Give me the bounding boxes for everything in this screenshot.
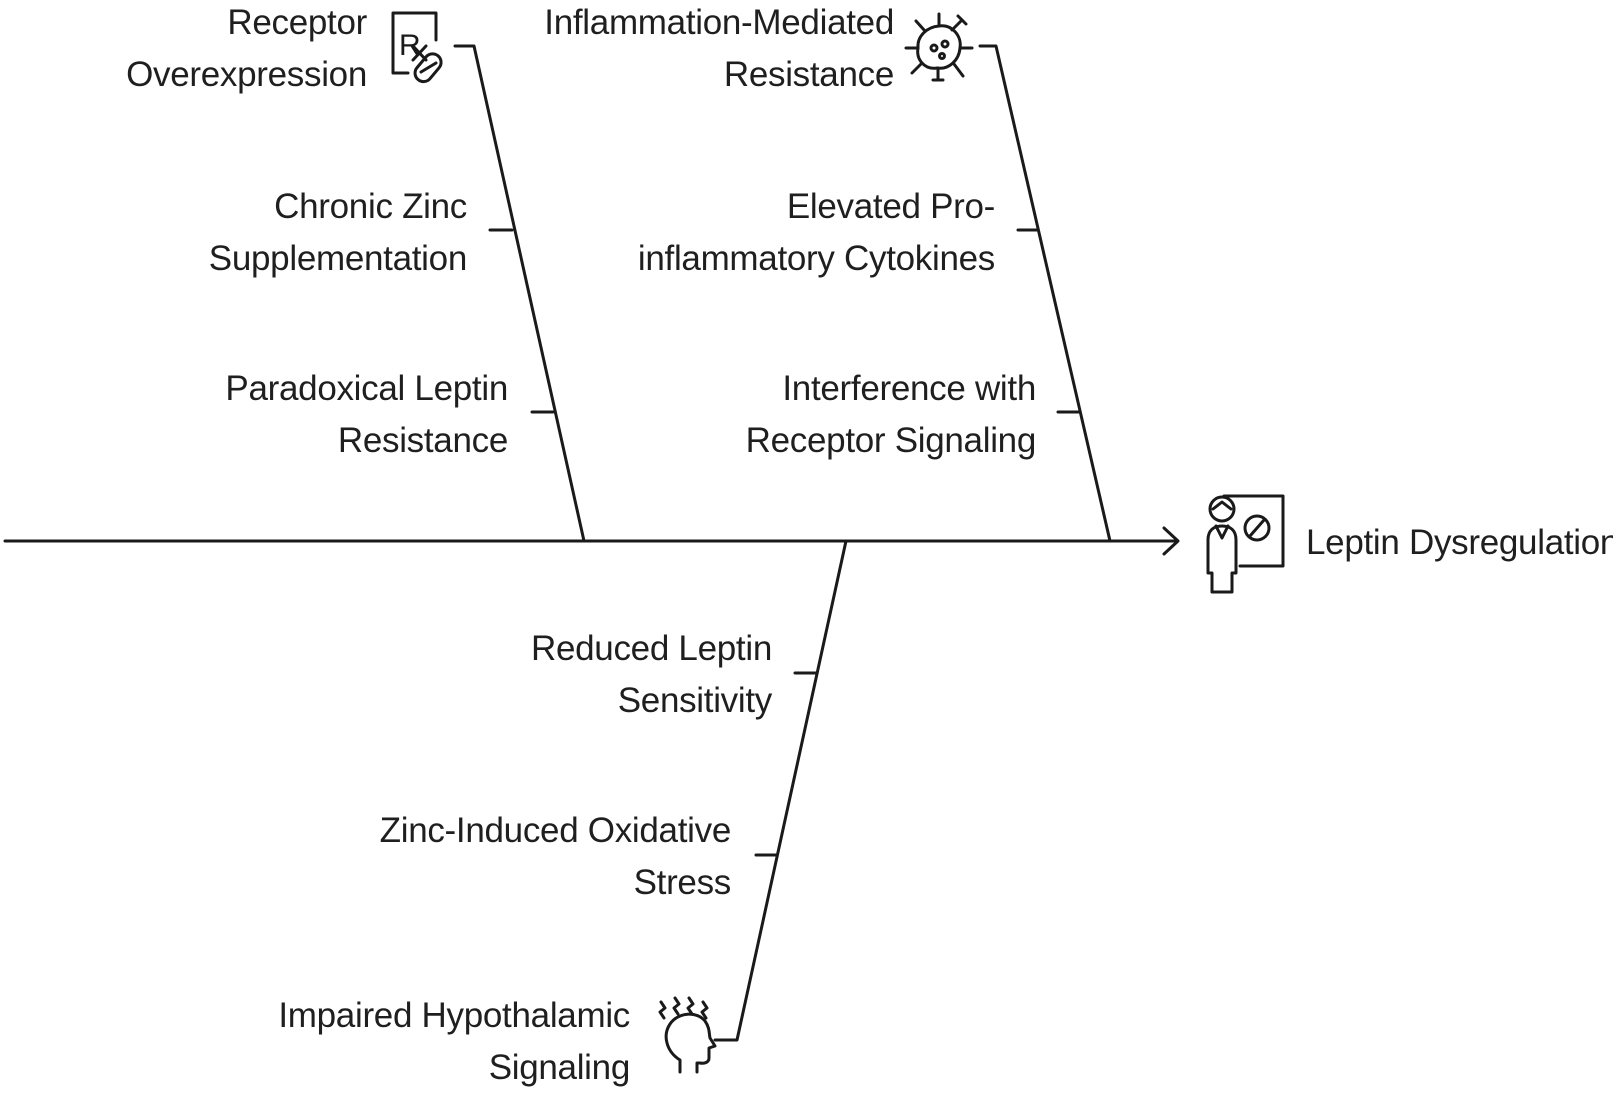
label-line: Inflammation-Mediated [544,3,894,42]
cause-label-elevated-cytokines: Elevated Pro- inflammatory Cytokines [638,181,995,285]
label-line: Overexpression [126,55,367,94]
label-line: Resistance [337,421,508,460]
head-label-inflammation-mediated: Inflammation-Mediated Resistance [544,0,894,101]
bone-bottom [713,539,848,1042]
cause-label-reduced-leptin: Reduced Leptin Sensitivity [531,623,772,727]
cause-label-paradoxical-leptin: Paradoxical Leptin Resistance [225,363,508,467]
cause-label-interference-receptor: Interference with Receptor Signaling [745,363,1037,467]
label-line: Receptor [227,3,367,42]
label-line: Supplementation [208,239,468,278]
label-line: Elevated Pro- [786,187,995,226]
label-line: Receptor Signaling [745,421,1037,460]
label-line: Reduced Leptin [531,629,772,668]
label-line: Resistance [723,55,894,94]
head-label-impaired-hypothalamic: Impaired Hypothalamic Signaling [278,990,630,1094]
label-line: Sensitivity [617,681,773,720]
svg-text:R: R [399,29,421,62]
label-line: Chronic Zinc [274,187,467,226]
effect-label-text: Leptin Dysregulation [1306,523,1613,562]
doctor-with-pill-board-icon [1206,494,1285,594]
head-stress-icon [658,996,717,1074]
bone-top-left [453,44,586,543]
effect-label: Leptin Dysregulation [1306,517,1613,569]
spine-arrowhead [1162,526,1180,556]
prescription-pill-icon: R [391,11,443,84]
cause-label-zinc-oxidative: Zinc-Induced Oxidative Stress [379,805,732,909]
bone-top-right [978,44,1112,543]
virus-cell-icon [904,12,974,82]
cause-label-chronic-zinc: Chronic Zinc Supplementation [208,181,468,285]
label-line: Paradoxical Leptin [225,369,508,408]
label-line: Signaling [488,1048,631,1087]
label-line: Impaired Hypothalamic [278,996,630,1035]
label-line: Zinc-Induced Oxidative [379,811,732,850]
label-line: inflammatory Cytokines [637,239,995,278]
head-label-receptor-overexpression: Receptor Overexpression [126,0,367,101]
label-line: Stress [633,863,732,902]
label-line: Interference with [782,369,1036,408]
